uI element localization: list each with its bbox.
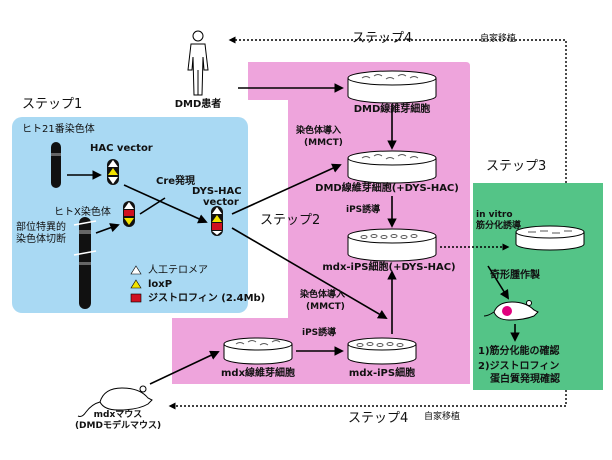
transplant-bottom-label: 自家移植 — [424, 412, 461, 422]
mmct-top-label-1: 染色体導入 — [296, 126, 342, 136]
chromosome-21-icon — [51, 142, 61, 188]
dish-dmd-fibroblast — [347, 70, 437, 104]
mmct-bottom-label-2: (MMCT) — [306, 302, 345, 312]
check1-label: 1)筋分化能の確認 — [478, 346, 560, 357]
mouse-label-1: mdxマウス — [93, 410, 143, 420]
patient-label: DMD患者 — [174, 99, 222, 110]
step2-label: ステップ2 — [260, 213, 321, 228]
muscle-induction-label: 筋分化誘導 — [476, 221, 522, 231]
legend-loxp-label: loxP — [148, 279, 173, 290]
chr21-label: ヒト21番染色体 — [22, 124, 95, 135]
hac-vector-label: HAC vector — [90, 143, 153, 154]
mdx-ips-dys-label: mdx-iPS細胞(+DYS-HAC) — [322, 262, 456, 273]
hac-vector-glyph — [107, 159, 119, 185]
dish-in-vitro — [515, 225, 585, 251]
cre-label: Cre発現 — [156, 176, 196, 187]
legend-telomere-icon — [130, 265, 142, 275]
check2-label-2: 蛋白質発現確認 — [490, 374, 560, 385]
check2-label-1: 2)ジストロフィン — [478, 361, 560, 372]
ips-induction-2-label: iPS誘導 — [302, 328, 337, 338]
dys-hac-label-2: vector — [203, 197, 239, 208]
chrx-label: ヒトX染色体 — [54, 207, 111, 218]
transplant-top-label: 自家移植 — [480, 34, 517, 44]
mmct-bottom-label-1: 染色体導入 — [300, 290, 346, 300]
dmd-fibroblast-label: DMD線維芽細胞 — [353, 104, 431, 115]
dish-mdx-ips-dys — [347, 228, 437, 262]
dys-hac-label-1: DYS-HAC — [192, 186, 242, 197]
step4-bottom-label: ステップ4 — [348, 411, 409, 426]
mdx-ips-label: mdx-iPS細胞 — [348, 368, 416, 379]
chromosome-x-icon — [79, 217, 91, 309]
step3-label: ステップ3 — [486, 159, 547, 174]
legend-loxp-icon — [130, 279, 142, 289]
dish-dmd-fibroblast-dys — [347, 150, 437, 184]
step1-label: ステップ1 — [22, 97, 83, 112]
partial-cut-label-1: 部位特異的 — [16, 222, 66, 233]
dys-hac-vector-glyph — [211, 206, 223, 236]
step4-top-label: ステップ4 — [352, 31, 413, 46]
teratoma-mouse-icon — [483, 300, 539, 321]
teratoma-label: 奇形腫作製 — [490, 270, 540, 281]
step3-panel — [473, 183, 603, 390]
mdx-fibroblast-label: mdx線維芽細胞 — [220, 368, 296, 379]
mmct-top-label-2: (MMCT) — [304, 138, 343, 148]
legend-dystrophin-icon — [130, 293, 142, 303]
in-vitro-label: in vitro — [476, 210, 513, 220]
mouse-label-2: (DMDモデルマウス) — [74, 421, 162, 431]
x-fragment-glyph — [123, 201, 135, 227]
dish-mdx-fibroblast — [223, 337, 293, 365]
partial-cut-label-2: 染色体切断 — [16, 234, 66, 245]
legend-telomere-label: 人工テロメア — [148, 265, 208, 276]
legend-dystrophin-label: ジストロフィン (2.4Mb) — [148, 293, 266, 304]
human-patient-icon — [187, 30, 209, 96]
mdx-mouse-icon — [77, 385, 153, 417]
dmd-fibroblast-dys-label: DMD線維芽細胞(+DYS-HAC) — [315, 183, 459, 194]
ips-induction-1-label: iPS誘導 — [346, 205, 381, 215]
dish-mdx-ips — [347, 337, 417, 365]
